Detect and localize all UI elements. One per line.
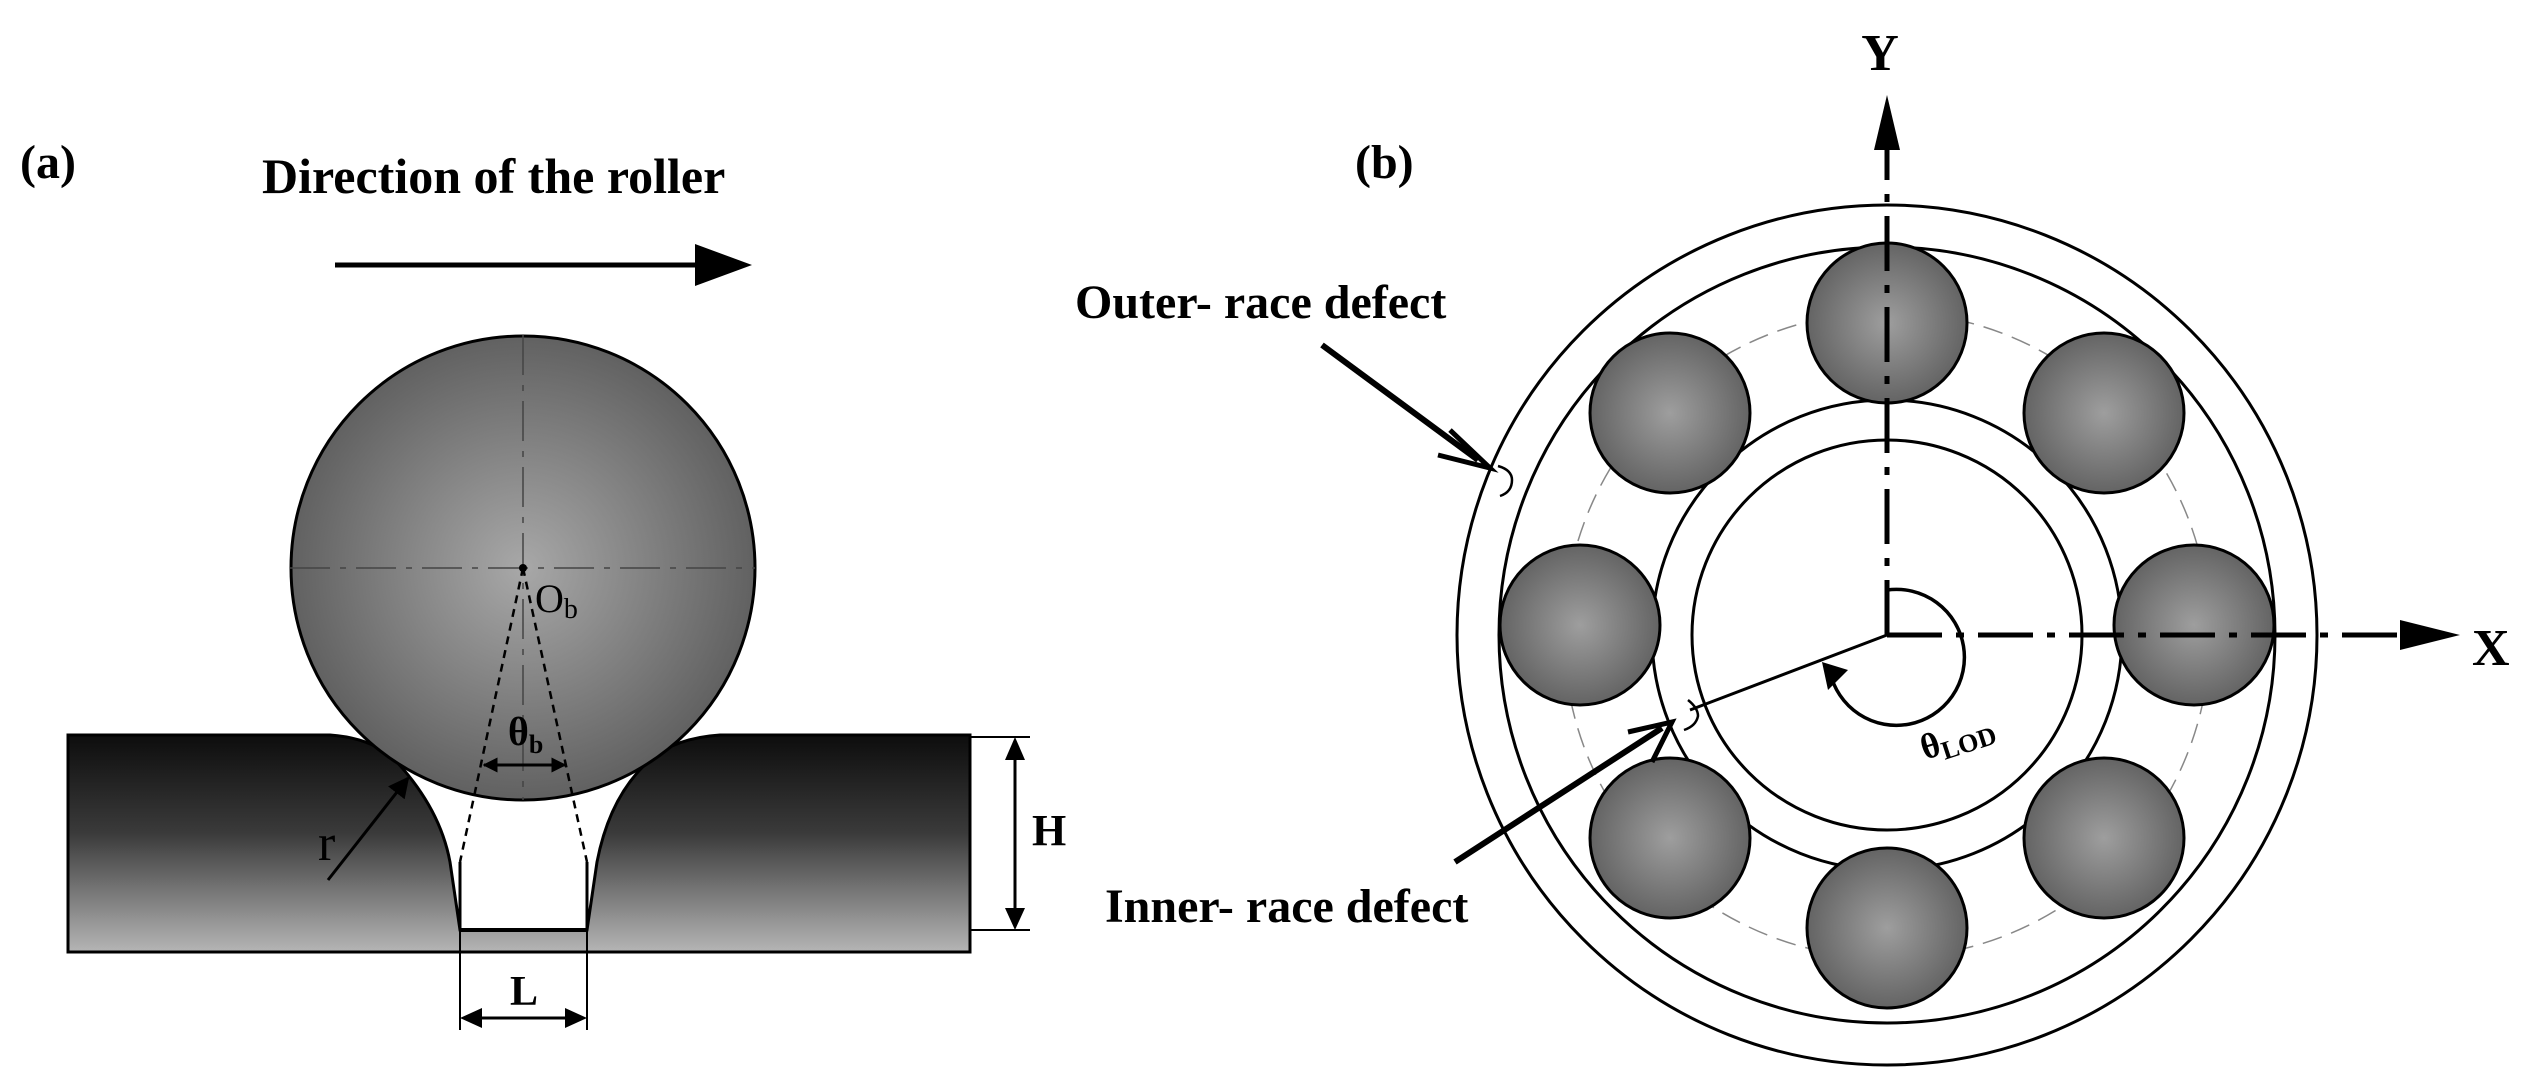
inner-race-defect-notch <box>1683 699 1700 732</box>
theta-lod-arc <box>1828 587 1967 728</box>
outer-ring-outer <box>1455 203 2319 1067</box>
panel-b-label: (b) <box>1355 136 1414 189</box>
inner-defect-radial-line <box>1689 633 1888 712</box>
radius-label: r <box>318 815 335 872</box>
height-label: H <box>1032 806 1066 855</box>
y-axis-arrow <box>1874 95 1900 150</box>
ball-right <box>2112 543 2276 707</box>
ball-bottom-left <box>1588 756 1752 920</box>
outer-defect-label: Outer- race defect <box>1075 276 1446 329</box>
center-label: Ob <box>535 576 578 625</box>
ball-top-left <box>1588 331 1752 495</box>
x-axis-arrow <box>2400 620 2460 650</box>
length-label: L <box>510 969 538 1015</box>
panel-a-label: (a) <box>20 136 76 189</box>
radius-arrow <box>326 776 410 881</box>
outer-race-defect-notch <box>1497 464 1514 498</box>
ball-bottom-right <box>2022 756 2186 920</box>
angle-label: θb <box>508 709 543 759</box>
ball-left <box>1498 543 1662 707</box>
inner-defect-arrow <box>1453 725 1664 865</box>
panel-a: (a) Direction of the roller Ob θb r <box>20 136 1066 1030</box>
ball-bottom <box>1805 846 1969 1010</box>
ball-top-right <box>2022 331 2186 495</box>
inner-defect-label: Inner- race defect <box>1105 880 1468 933</box>
direction-label: Direction of the roller <box>262 148 725 204</box>
x-axis-label: X <box>2472 620 2510 677</box>
direction-arrow-head <box>695 244 752 286</box>
defect-gap <box>460 790 587 930</box>
outer-defect-arrow <box>1320 342 1480 463</box>
y-axis-label: Y <box>1861 25 1899 82</box>
panel-b: (b) Y X θLOD <box>1075 25 2510 1067</box>
